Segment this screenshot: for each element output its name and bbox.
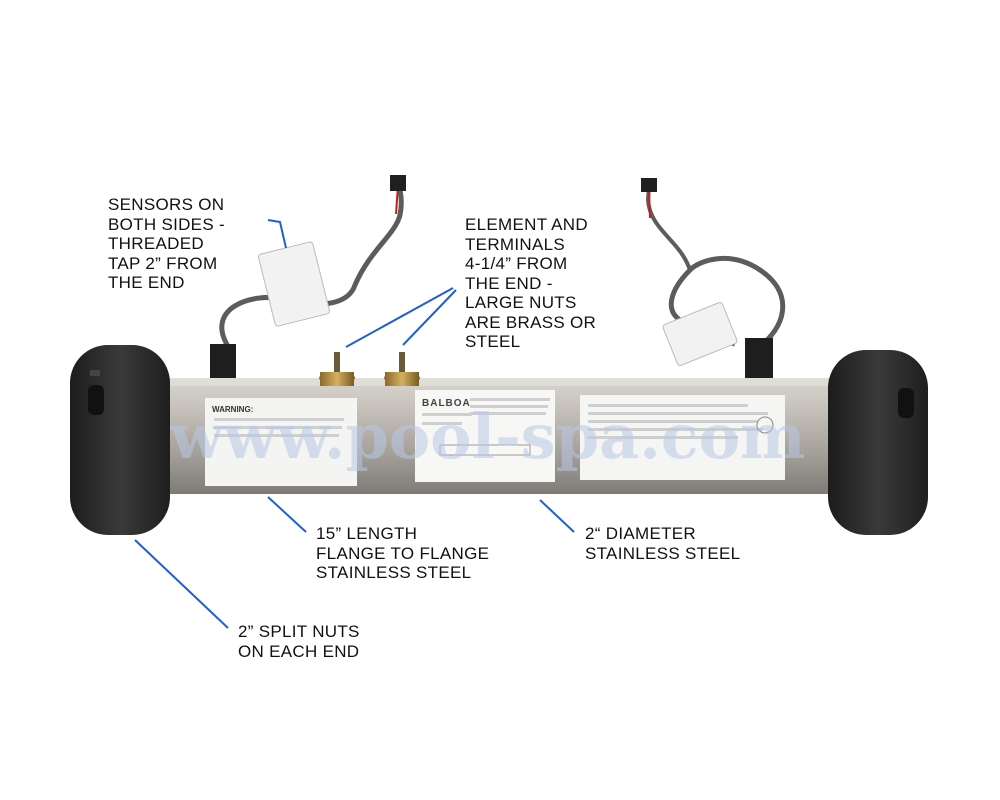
leader-line-sensors bbox=[267, 219, 287, 249]
product-label: BALBOA bbox=[415, 390, 555, 482]
leader-line-diameter bbox=[539, 499, 575, 533]
brand-text: BALBOA bbox=[422, 398, 471, 409]
watermark-text: www.pool-spa.com bbox=[169, 400, 806, 473]
callout-split-nuts: 2” SPLIT NUTS ON EACH END bbox=[238, 622, 360, 661]
warning-label-text: WARNING: bbox=[212, 405, 253, 414]
right-split-nut bbox=[828, 350, 928, 535]
leader-line-terminal-2 bbox=[402, 289, 457, 346]
right-sensor-tag bbox=[662, 302, 738, 366]
leader-line-terminal-1 bbox=[345, 287, 454, 348]
brass-terminals bbox=[319, 352, 420, 386]
left-sensor-body bbox=[210, 344, 236, 384]
left-sensor-connector bbox=[390, 175, 406, 191]
callout-diameter: 2“ DIAMETER STAINLESS STEEL bbox=[585, 524, 741, 563]
leader-line-nuts bbox=[134, 539, 229, 629]
right-sensor-wire bbox=[641, 178, 786, 378]
right-sensor-connector bbox=[641, 178, 657, 192]
callout-sensors: SENSORS ON BOTH SIDES - THREADED TAP 2” … bbox=[108, 195, 225, 292]
leader-lines bbox=[134, 219, 575, 629]
callout-length: 15” LENGTH FLANGE TO FLANGE STAINLESS ST… bbox=[316, 524, 490, 582]
right-sensor-body bbox=[745, 338, 773, 378]
warning-label: WARNING: bbox=[205, 398, 357, 486]
left-sensor-wire bbox=[210, 175, 406, 384]
left-sensor-tag bbox=[258, 241, 330, 327]
leader-line-length bbox=[267, 496, 307, 533]
left-split-nut bbox=[70, 345, 170, 535]
callout-element-terminals: ELEMENT AND TERMINALS 4-1/4” FROM THE EN… bbox=[465, 215, 597, 351]
rating-label bbox=[580, 395, 785, 480]
